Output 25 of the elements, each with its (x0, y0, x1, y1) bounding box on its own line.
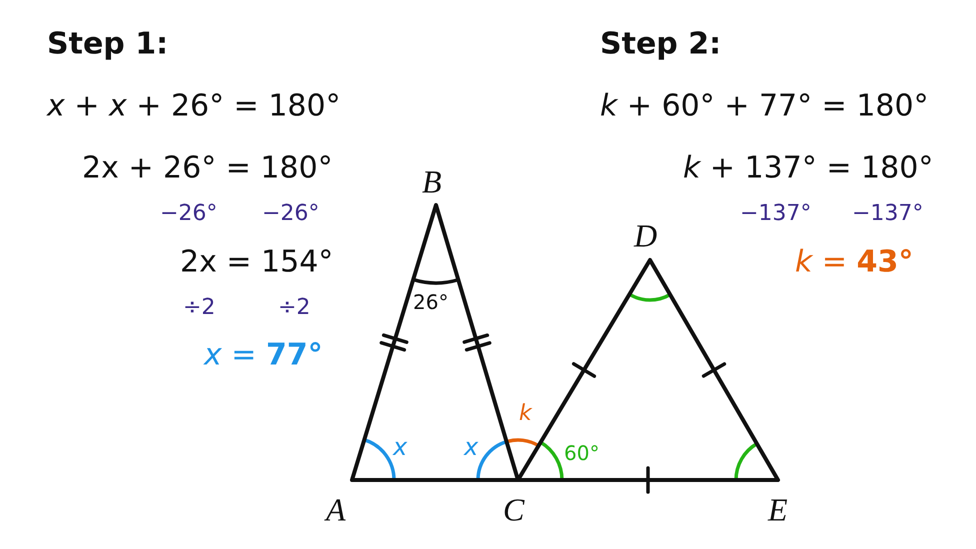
angle-label: x (393, 434, 408, 460)
equation: k = 43° (795, 246, 914, 278)
angle-label: 60° (564, 442, 600, 464)
equation: x = 77° (204, 338, 323, 372)
equation: k + 60° + 77° = 180° (600, 90, 929, 122)
vertex-label: B (422, 164, 442, 200)
equation: 2x + 26° = 180° (82, 152, 333, 184)
operation-note: ÷2 (278, 296, 310, 320)
vertex-label: A (326, 492, 346, 528)
vertex-label: E (768, 492, 788, 528)
operation-note: ÷2 (183, 296, 216, 320)
equation: 2x = 154° (180, 246, 334, 278)
vertex-label: C (503, 492, 524, 528)
vertex-label: D (634, 218, 658, 254)
operation-note: −26° (262, 202, 320, 226)
angle-label: x (464, 434, 478, 460)
step-heading: Step 2: (600, 28, 722, 60)
angle-label: 26° (413, 291, 448, 313)
operation-note: −26° (160, 202, 218, 226)
angle-label: k (519, 402, 532, 426)
step-heading: Step 1: (47, 28, 168, 60)
operation-note: −137° (852, 202, 924, 226)
equation: k + 137° = 180° (683, 152, 934, 184)
operation-note: −137° (740, 202, 812, 226)
equation: x + x + 26° = 180° (47, 90, 341, 122)
